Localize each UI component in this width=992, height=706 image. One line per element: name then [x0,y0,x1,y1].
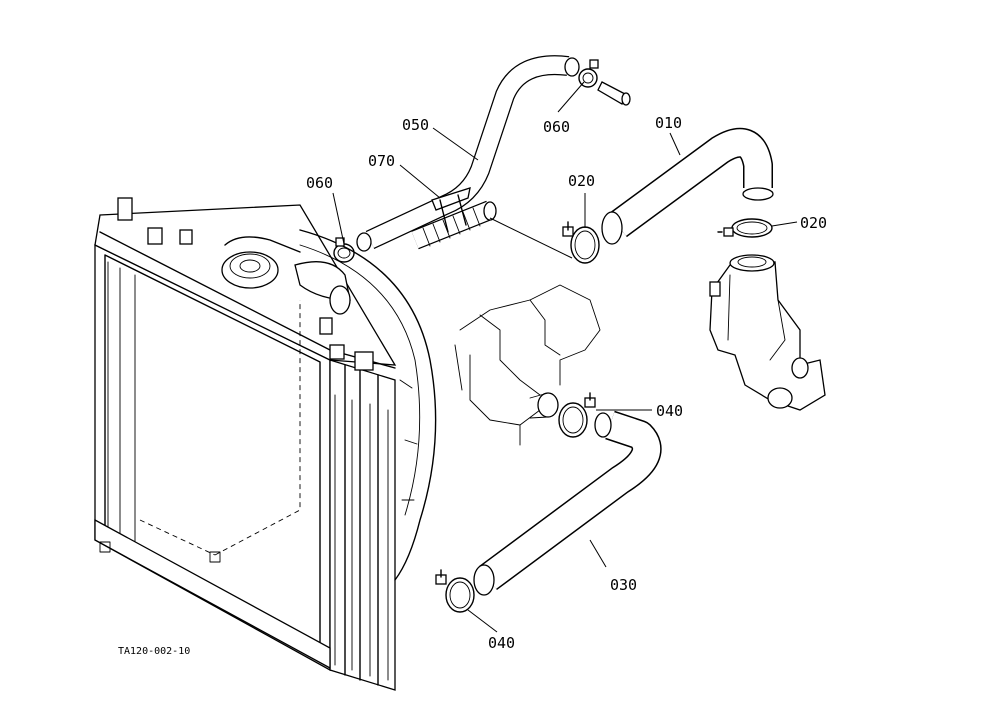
callout-050: 050 [402,116,429,134]
callout-060-left: 060 [306,174,333,192]
callout-030: 030 [610,576,637,594]
hose-070 [411,187,497,250]
callout-010: 010 [655,114,682,132]
engine-block [454,284,601,446]
callout-060-right: 060 [543,118,570,136]
callout-040-lower: 040 [488,634,515,652]
clamp-020-left [562,221,600,264]
callout-070: 070 [368,152,395,170]
callout-labels: 010 020 020 030 040 040 050 060 060 070 [306,114,827,652]
thermostat-housing [709,254,826,411]
clamp-040-upper [558,392,596,438]
hose-030 [473,410,662,596]
figure-code: TA120-002-10 [118,646,190,657]
leader-lines [332,81,798,633]
callout-020-right: 020 [800,214,827,232]
clamp-020-right [717,218,773,238]
clamp-040-lower [435,569,475,613]
hose-010 [601,127,774,245]
radiator [94,197,397,691]
callout-020-left: 020 [568,172,595,190]
callout-040-upper: 040 [656,402,683,420]
clamp-060-right [578,59,631,106]
fan-shroud [299,229,437,581]
